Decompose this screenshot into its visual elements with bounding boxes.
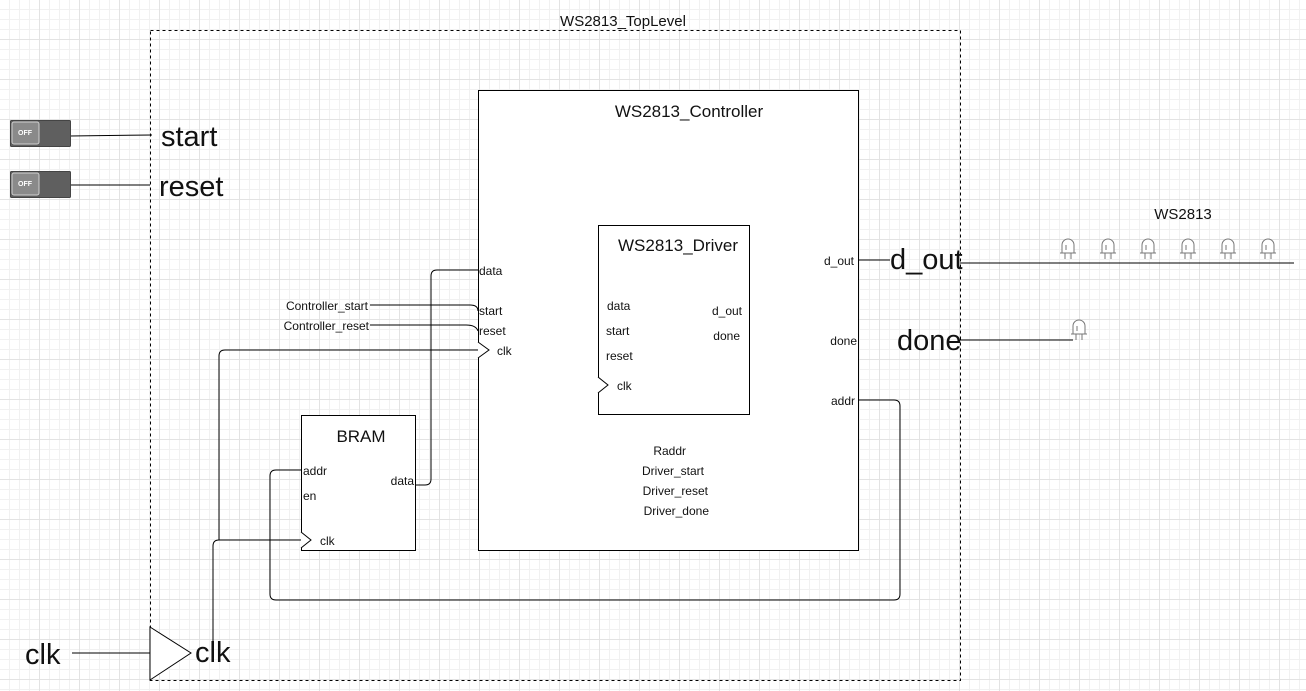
signal-controller-reset: Controller_reset — [284, 319, 370, 333]
driver-block[interactable]: WS2813_Driver data start reset clk d_out… — [597, 225, 750, 415]
led-icon — [1260, 238, 1276, 259]
controller-port-done: done — [830, 334, 857, 348]
wire-controller-reset[interactable] — [370, 324, 479, 332]
controller-port-clk: clk — [497, 344, 513, 358]
controller-title: WS2813_Controller — [615, 102, 764, 121]
controller-label-raddr: Raddr — [653, 444, 686, 458]
led-icon — [1100, 238, 1116, 259]
led-strip — [1060, 238, 1276, 259]
controller-port-start: start — [479, 304, 503, 318]
clk-outer-label: clk — [25, 639, 61, 671]
bram-port-en: en — [303, 489, 316, 503]
controller-port-data: data — [479, 264, 503, 278]
led-icon — [1140, 238, 1156, 259]
wire-bram-data[interactable] — [415, 269, 478, 486]
signal-controller-start: Controller_start — [286, 299, 369, 313]
controller-label-driver-start: Driver_start — [642, 464, 705, 478]
reset-switch[interactable]: OFF — [10, 171, 71, 198]
bram-box[interactable] — [301, 415, 416, 551]
led-strip-label: WS2813 — [1154, 206, 1212, 223]
reset-switch-text: OFF — [18, 181, 33, 188]
controller-label-driver-reset: Driver_reset — [643, 484, 709, 498]
clk-buffer-icon[interactable] — [149, 626, 192, 681]
bram-clk-triangle — [300, 531, 312, 549]
bram-port-data: data — [391, 474, 415, 488]
clk-inner-label: clk — [195, 637, 231, 669]
wire-start-input[interactable] — [69, 134, 153, 137]
controller-port-dout: d_out — [824, 254, 855, 268]
driver-port-reset: reset — [606, 349, 633, 363]
reset-switch-knob[interactable] — [11, 172, 40, 196]
reset-input-label: reset — [159, 171, 223, 203]
driver-port-clk: clk — [617, 379, 633, 393]
bram-port-addr: addr — [303, 464, 327, 478]
bram-port-clk: clk — [320, 534, 336, 548]
driver-port-dout: d_out — [712, 304, 743, 318]
start-switch-text: OFF — [18, 130, 33, 137]
controller-port-reset: reset — [479, 324, 506, 338]
done-output-label: done — [897, 325, 962, 357]
dout-output-label: d_out — [890, 244, 963, 276]
bram-block[interactable]: BRAM addr en clk data — [300, 415, 416, 551]
controller-port-addr: addr — [831, 394, 855, 408]
done-led-icon — [1071, 319, 1087, 340]
wire-controller-start[interactable] — [370, 304, 479, 312]
driver-port-start: start — [606, 324, 630, 338]
start-switch[interactable]: OFF — [10, 120, 71, 147]
controller-clk-triangle — [477, 341, 490, 359]
controller-label-driver-done: Driver_done — [644, 504, 710, 518]
start-input-label: start — [161, 121, 217, 153]
done-led-group — [1071, 319, 1087, 340]
led-icon — [1180, 238, 1196, 259]
driver-title: WS2813_Driver — [618, 236, 738, 255]
wire-addr-loop[interactable] — [269, 399, 901, 601]
toplevel-title: WS2813_TopLevel — [560, 13, 686, 30]
driver-port-data: data — [607, 299, 631, 313]
bram-title: BRAM — [336, 427, 385, 446]
led-icon — [1060, 238, 1076, 259]
led-icon — [1220, 238, 1236, 259]
toplevel-boundary — [150, 30, 961, 681]
driver-clk-triangle — [597, 376, 609, 394]
start-switch-knob[interactable] — [11, 121, 40, 145]
wire-clk-controller[interactable] — [218, 349, 478, 540]
driver-port-done: done — [713, 329, 740, 343]
driver-box[interactable] — [598, 225, 750, 415]
